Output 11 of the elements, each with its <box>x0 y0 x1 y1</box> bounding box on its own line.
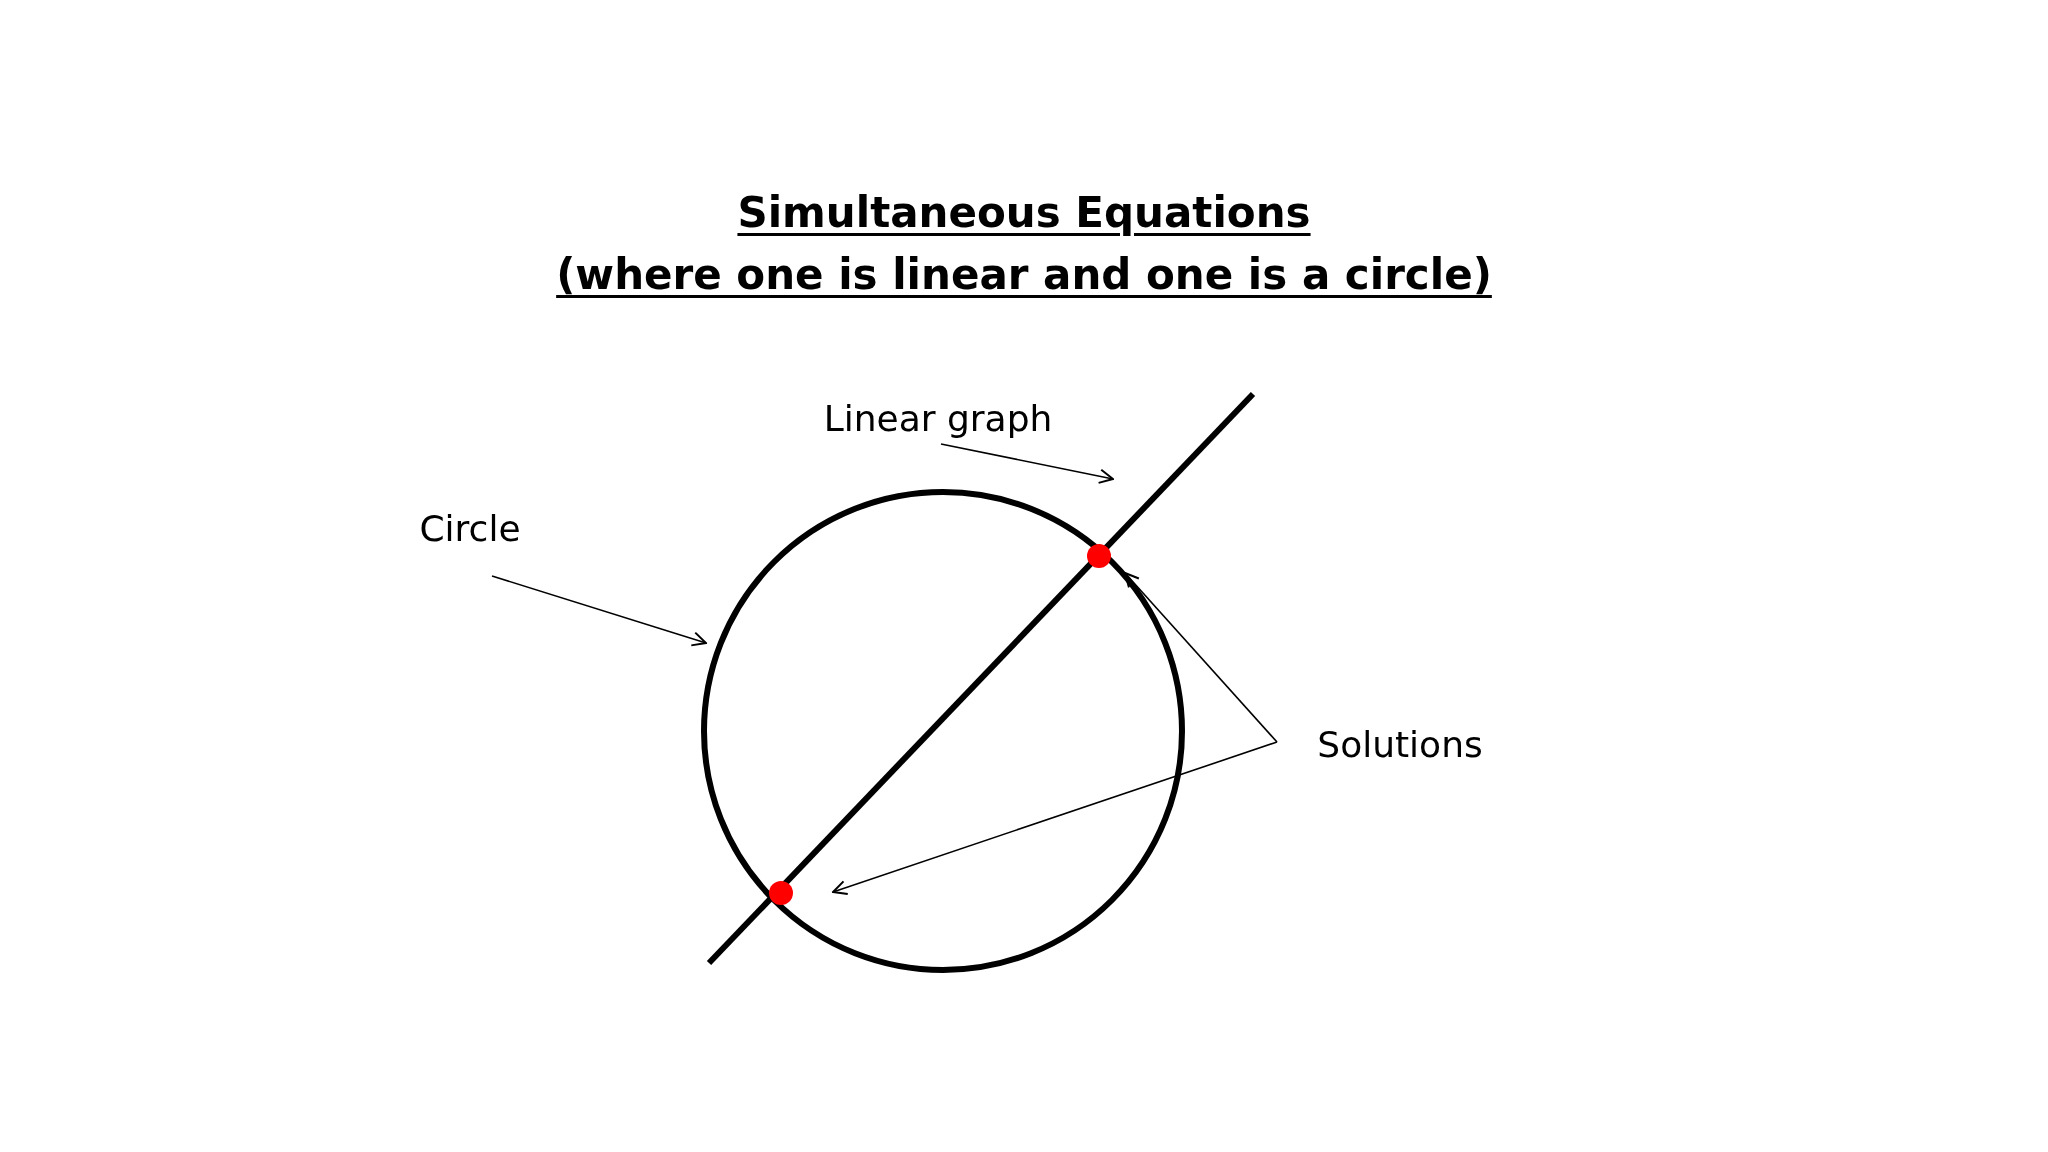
circle-graph <box>701 489 1185 973</box>
callout-label: Circle <box>419 507 521 549</box>
leader-line <box>940 443 1114 484</box>
leader-line <box>832 741 1278 896</box>
callout-label: Linear graph <box>823 397 1053 439</box>
linear-graph-line <box>706 391 1256 966</box>
leader-line <box>491 575 707 647</box>
subtitle: (where one is linear and one is a circle) <box>556 250 1492 299</box>
leader-line <box>1124 572 1278 743</box>
callout-label: Solutions <box>1317 723 1483 765</box>
title: Simultaneous Equations <box>737 188 1311 237</box>
